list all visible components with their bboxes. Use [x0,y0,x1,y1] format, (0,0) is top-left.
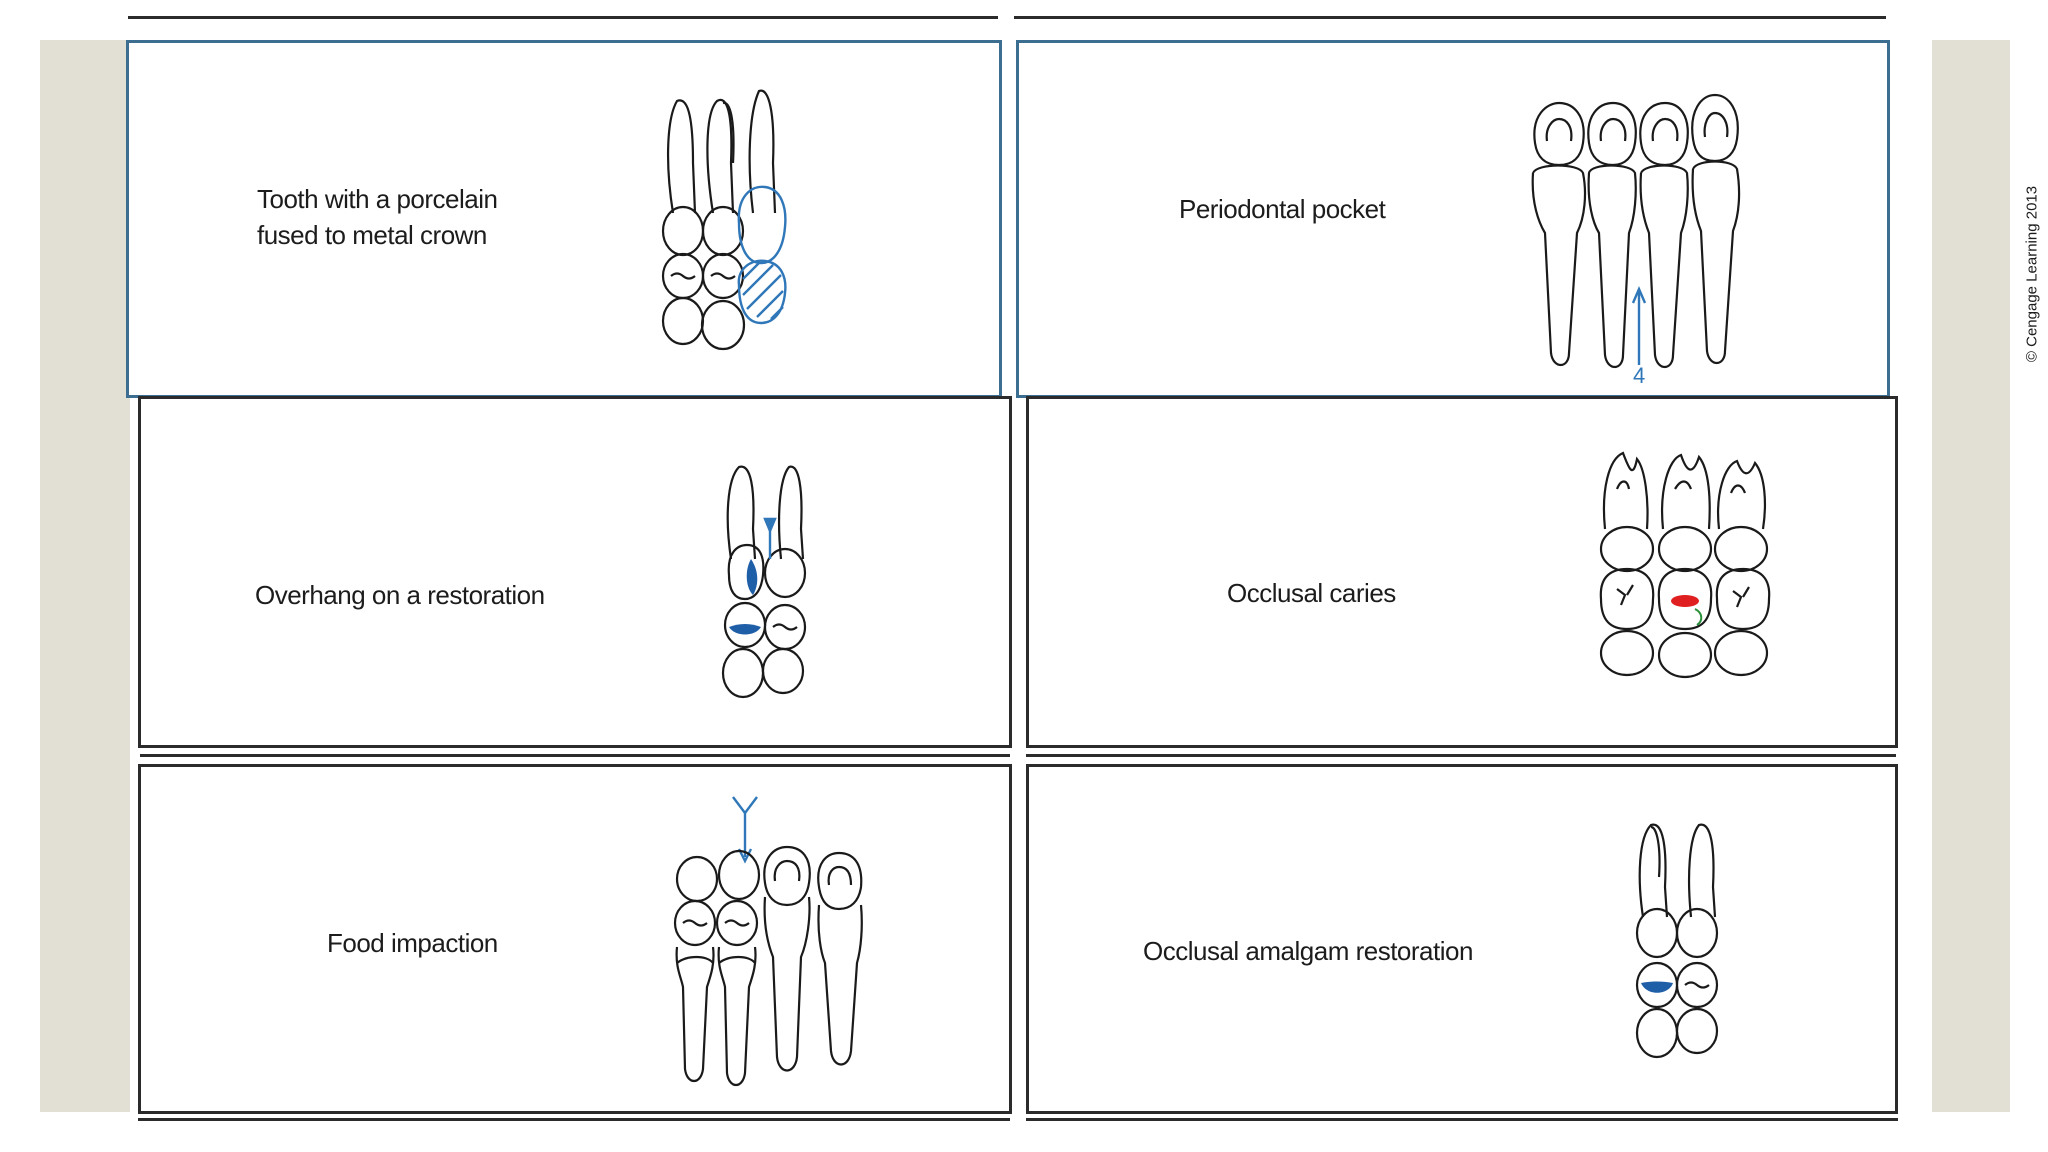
teeth-illustration-food-impaction [673,796,863,1087]
teeth-illustration-pocket: 4 [1531,93,1741,383]
copyright-notice: © Cengage Learning 2013 [2023,185,2041,363]
teeth-illustration-overhang [721,465,807,699]
teeth-illustration-caries [1599,451,1771,679]
panel-food-impaction: Food impaction [138,764,1012,1114]
panel-porcelain-crown: Tooth with a porcelain fused to metal cr… [126,40,1002,398]
bottom-edge-strip-left [138,1118,1010,1121]
panel-amalgam-restoration: Occlusal amalgam restoration [1026,764,1898,1114]
panel-occlusal-caries: Occlusal caries [1026,396,1898,748]
top-edge-strip-left [128,16,998,19]
top-edge-strip-right [1014,16,1886,19]
panel-periodontal-pocket: Periodontal pocket 4 [1016,40,1890,398]
panel-label: Tooth with a porcelain fused to metal cr… [257,184,498,250]
panel-label: Occlusal caries [1227,578,1396,608]
teeth-illustration-amalgam [1635,823,1719,1059]
probe-depth-reading: 4 [1633,363,1645,383]
bottom-edge-strip-right [1026,1118,1898,1121]
row-separator-left [140,754,1010,757]
panel-overhang: Overhang on a restoration [138,396,1012,748]
teeth-illustration-crown [661,89,787,351]
row-separator-right [1026,754,1896,757]
right-side-band [1932,40,2010,1112]
panel-label: Food impaction [327,928,498,958]
panel-label: Occlusal amalgam restoration [1143,936,1473,966]
dental-chart-sheet: Tooth with a porcelain fused to metal cr… [126,14,2041,1140]
left-side-band [40,40,130,1112]
panel-label: Overhang on a restoration [255,580,545,610]
panel-label: Periodontal pocket [1179,194,1386,224]
